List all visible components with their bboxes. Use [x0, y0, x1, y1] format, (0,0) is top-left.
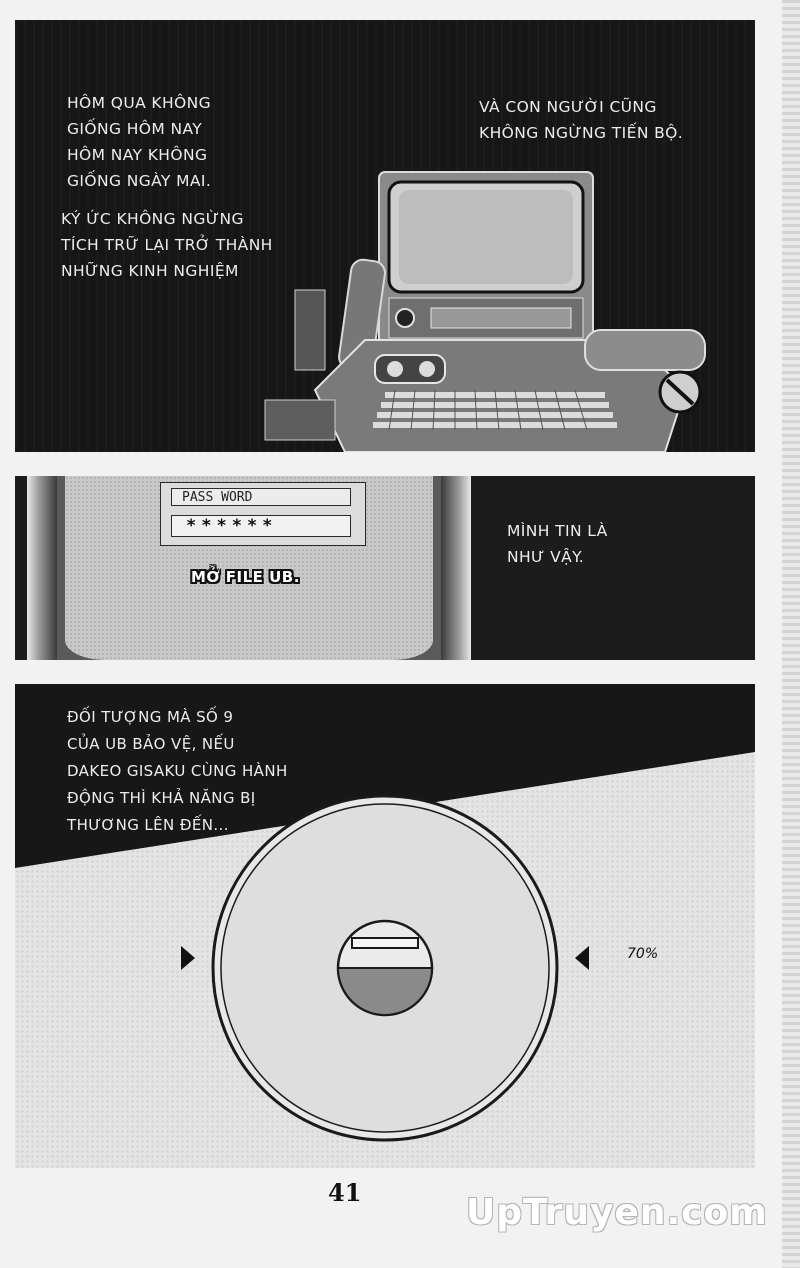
screen-bezel-left — [27, 476, 57, 660]
pointer-right-icon — [575, 946, 589, 970]
panel-probability-gauge: ĐỐI TƯỢNG MÀ SỐ 9 CỦA UB BẢO VỆ, NẾU DAK… — [15, 684, 755, 1168]
computer-illustration — [264, 171, 706, 452]
site-watermark: UpTruyen.com — [466, 1192, 768, 1233]
gauge-percent-label: 70% — [627, 946, 659, 962]
password-label: PASS WORD — [171, 488, 351, 506]
screen-bezel-right — [441, 476, 471, 660]
panel-computer: HÔM QUA KHÔNG GIỐNG HÔM NAY HÔM NAY KHÔN… — [15, 20, 755, 452]
pointer-left-icon — [181, 946, 195, 970]
gauge-graphic — [181, 794, 589, 1142]
panel-password-screen: PASS WORD ****** MỞ FILE UB. MÌNH TIN LÀ… — [15, 476, 755, 660]
caption-memories: KÝ ỨC KHÔNG NGỪNG TÍCH TRỮ LẠI TRỞ THÀNH… — [61, 210, 273, 280]
page-edge — [782, 0, 800, 1268]
caption-injury-probability: ĐỐI TƯỢNG MÀ SỐ 9 CỦA UB BẢO VỆ, NẾU DAK… — [67, 708, 288, 834]
caption-humans-progress: VÀ CON NGƯỜI CŨNG KHÔNG NGỪNG TIẾN BỘ. — [479, 98, 684, 142]
password-dialog: PASS WORD ****** — [160, 482, 366, 546]
dark-wedge-background — [15, 684, 755, 868]
monitor-screen: PASS WORD ****** MỞ FILE UB. — [27, 476, 471, 660]
caption-yesterday-today: HÔM QUA KHÔNG GIỐNG HÔM NAY HÔM NAY KHÔN… — [67, 94, 212, 190]
gauge-level-fill — [336, 967, 434, 1016]
page-number: 41 — [328, 1178, 362, 1207]
open-file-text: MỞ FILE UB. — [191, 568, 300, 586]
gauge-slot — [351, 937, 419, 949]
screen-face — [65, 476, 433, 660]
password-field[interactable]: ****** — [171, 515, 351, 537]
caption-i-believe: MÌNH TIN LÀ NHƯ VẬY. — [507, 522, 608, 566]
